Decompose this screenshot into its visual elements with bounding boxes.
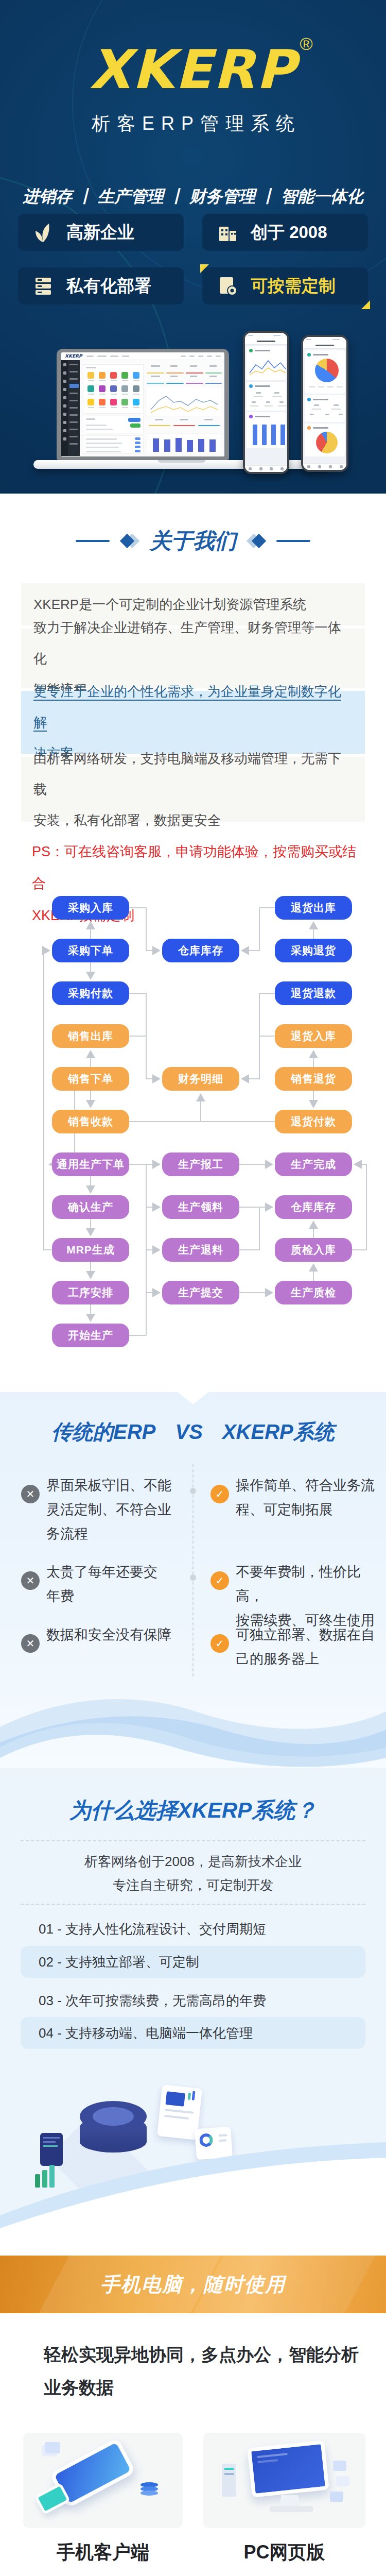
heading-line bbox=[76, 540, 110, 542]
banner-title: 手机电脑，随时使用 bbox=[0, 2256, 386, 2313]
phone-pie-chart-card bbox=[305, 350, 345, 394]
phone-line-chart bbox=[247, 354, 287, 378]
pc-card-illustration bbox=[203, 2433, 365, 2528]
badge-label: 可按需定制 bbox=[251, 275, 336, 298]
flow-node: 销售退货 bbox=[275, 1067, 352, 1091]
flow-node: 销售收款 bbox=[52, 1110, 129, 1133]
flow-node: 采购入库 bbox=[52, 896, 129, 920]
erp-sidebar bbox=[61, 360, 80, 456]
heading-line bbox=[276, 540, 310, 542]
erp-form-panel bbox=[83, 416, 144, 433]
vs-heading-left: 传统的ERP bbox=[51, 1418, 155, 1446]
dashed-divider bbox=[21, 1904, 365, 1905]
vs-pro-2: 不要年费制，性价比高， 按需续费、可终生使用 bbox=[236, 1560, 380, 1633]
flow-node: 开始生产 bbox=[52, 1324, 129, 1347]
why-section: 为什么选择XKERP系统？ 析客网络创于2008，是高新技术企业 专注自主研究，… bbox=[0, 1768, 386, 2256]
about-paragraph-4: 由析客网络研发，支持电脑端及移动端管理，无需下载 安装，私有化部署，数据更安全 bbox=[21, 757, 365, 822]
flow-node: 通用生产下单 bbox=[52, 1153, 129, 1176]
vs-heading: 传统的ERP VS XKERP系统 bbox=[0, 1418, 386, 1446]
phone-mockup-2 bbox=[301, 335, 348, 472]
flow-node: 仓库库存 bbox=[162, 939, 239, 962]
about-title: 关于我们 bbox=[150, 527, 236, 555]
flow-node: 采购下单 bbox=[52, 939, 129, 962]
vs-pro-3: 可独立部署、数据在自 己的服务器上 bbox=[236, 1623, 380, 1671]
feature-badge-founded: 创于 2008 bbox=[202, 214, 368, 251]
flow-node: 生产领料 bbox=[162, 1195, 239, 1219]
erp-app-grid-panel bbox=[83, 364, 144, 414]
vs-con-2: 太贵了每年还要交 年费 bbox=[46, 1560, 196, 1608]
hero-tagline: 进销存 丨 生产管理 丨 财务管理 丨 智能一体化 bbox=[0, 185, 386, 208]
check-icon: ✓ bbox=[210, 1634, 229, 1653]
badge-label: 私有化部署 bbox=[66, 275, 151, 298]
feature-badge-private-deploy: 私有化部署 bbox=[18, 267, 184, 304]
flow-node: 采购付款 bbox=[52, 981, 129, 1005]
phone-pie-chart bbox=[316, 432, 338, 453]
flow-node: 财务明细 bbox=[162, 1067, 239, 1091]
why-item-3: 03 - 次年可按需续费，无需高昂的年费 bbox=[39, 1992, 266, 2010]
cross-icon: ✕ bbox=[21, 1634, 40, 1653]
corner-triangle-icon bbox=[200, 264, 209, 273]
why-item-2: 02 - 支持独立部署、可定制 bbox=[21, 1946, 365, 1978]
registered-trademark-icon: ® bbox=[300, 34, 313, 54]
erp-navbar: XKERP bbox=[61, 352, 224, 360]
flow-node: 生产完成 bbox=[275, 1153, 352, 1176]
device-mockups: XKERP bbox=[0, 324, 386, 494]
phone-mockup-1 bbox=[243, 331, 289, 474]
phone-stats-card bbox=[247, 382, 286, 411]
flow-node: 退货出库 bbox=[275, 896, 352, 920]
vs-heading-mid: VS bbox=[176, 1420, 203, 1444]
vs-con-1: 界面呆板守旧、不能 灵活定制、不符合业 务流程 bbox=[46, 1473, 196, 1546]
flow-node: 质检入库 bbox=[275, 1238, 352, 1262]
diamond-icon bbox=[121, 532, 138, 550]
customize-icon bbox=[216, 274, 239, 298]
flow-node: 确认生产 bbox=[52, 1195, 129, 1219]
leaf-icon bbox=[31, 221, 55, 244]
erp-flowchart: 采购入库 退货出库 采购下单 仓库库存 采购退货 采购付款 退货退款 销售出库 … bbox=[0, 876, 386, 1365]
monitor-illustration bbox=[247, 2440, 329, 2497]
notch-triangle bbox=[178, 1392, 208, 1404]
erp-body bbox=[61, 360, 224, 456]
erp-stats-row bbox=[147, 364, 222, 385]
phone-screen bbox=[303, 337, 346, 470]
phone-pie-chart bbox=[315, 359, 339, 382]
building-icon bbox=[216, 221, 239, 244]
flow-node: 退货付款 bbox=[275, 1110, 352, 1133]
check-icon: ✓ bbox=[210, 1485, 229, 1503]
mobile-card-desc: 业务员手机随时随地 开单、轻松管理 客户、 销售分析一目了然 bbox=[37, 2569, 184, 2576]
vs-heading-right: XKERP系统 bbox=[222, 1418, 335, 1446]
phone-line-chart-card bbox=[247, 346, 286, 380]
flow-node: MRP生成 bbox=[52, 1238, 129, 1262]
flow-node: 退货退款 bbox=[275, 981, 352, 1005]
flow-node: 生产退料 bbox=[162, 1238, 239, 1262]
flow-node: 生产报工 bbox=[162, 1153, 239, 1176]
server-icon bbox=[31, 274, 55, 298]
flow-node: 工序安排 bbox=[52, 1281, 129, 1304]
banner-section: 手机电脑，随时使用 bbox=[0, 2256, 386, 2313]
vs-con-3: 数据和安全没有保障 bbox=[46, 1623, 196, 1647]
diamond-icon bbox=[248, 532, 265, 550]
erp-dashboard bbox=[80, 360, 224, 456]
laptop-screen: XKERP bbox=[61, 352, 224, 456]
wave-decoration bbox=[0, 1681, 386, 1776]
feature-badge-customizable: 可按需定制 bbox=[202, 267, 368, 304]
white-wave bbox=[0, 2117, 386, 2256]
phone-tabbar bbox=[303, 463, 346, 470]
laptop-mockup: XKERP bbox=[57, 349, 229, 460]
erp-logo: XKERP bbox=[65, 353, 82, 359]
badge-label: 创于 2008 bbox=[251, 221, 327, 244]
pc-card-desc: 采购销售轻松管理生意， 多报表分析业务数据 bbox=[216, 2569, 368, 2576]
check-icon: ✓ bbox=[210, 1571, 229, 1590]
phone-screen bbox=[245, 333, 287, 472]
hero-section: XKERP® 析客ERP管理系统 进销存 丨 生产管理 丨 财务管理 丨 智能一… bbox=[0, 0, 386, 494]
why-item-4: 04 - 支持移动端、电脑端一体化管理 bbox=[21, 2017, 365, 2049]
flow-node: 仓库库存 bbox=[275, 1195, 352, 1219]
phone-tabbar bbox=[245, 465, 287, 472]
why-item-1: 01 - 支持人性化流程设计、交付周期短 bbox=[39, 1920, 266, 1938]
erp-table-panel bbox=[83, 435, 144, 454]
badge-label: 高新企业 bbox=[66, 221, 134, 244]
brand-logo: XKERP® bbox=[0, 38, 386, 101]
feature-badge-hitech: 高新企业 bbox=[18, 214, 184, 251]
mobile-card-title: 手机客户端 bbox=[23, 2540, 183, 2565]
erp-line-chart bbox=[147, 387, 222, 417]
